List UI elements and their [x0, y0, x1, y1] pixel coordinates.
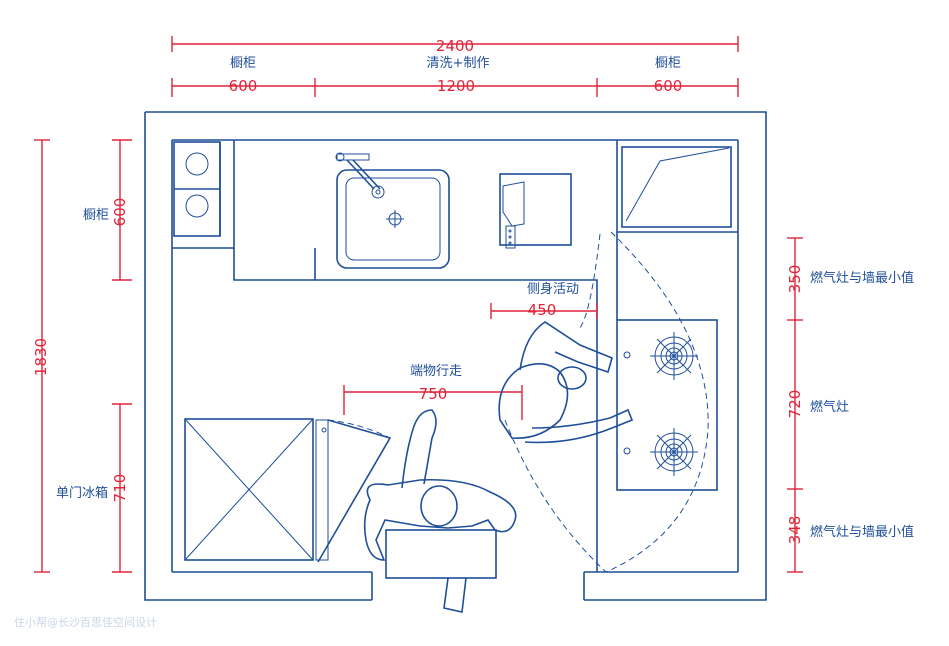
walls [144, 111, 767, 601]
activity-arc-lower [504, 419, 607, 573]
label-side-activity: 侧身活动 [527, 281, 579, 297]
walking-dimension [343, 385, 523, 420]
label-fridge: 单门冰箱 [56, 485, 108, 501]
cleaver-icon [502, 181, 525, 249]
dim-center-zone: 1200 [437, 77, 475, 95]
burner-icon [650, 332, 698, 380]
label-right-cabinet: 橱柜 [655, 56, 681, 71]
counter-outline [172, 140, 738, 572]
dim-clearance-top: 350 [786, 265, 804, 294]
activity-arc [605, 231, 709, 573]
faucet-icon [335, 152, 385, 199]
label-clearance-top: 燃气灶与墙最小值 [810, 270, 914, 286]
dim-total-depth: 1830 [32, 338, 50, 376]
cutting-board [499, 173, 572, 246]
dim-fridge: 710 [111, 474, 129, 503]
dim-side-activity: 450 [528, 301, 557, 319]
dim-upper-cabinet: 600 [111, 198, 129, 227]
watermark: 住小帮@长沙百思佳空间设计 [14, 615, 157, 629]
side-activity-dimension [490, 303, 598, 319]
dim-walking: 750 [419, 385, 448, 403]
dim-stove-length: 720 [786, 390, 804, 419]
burner-icon [650, 428, 698, 476]
walker-figure [363, 409, 517, 613]
activity-arc-inner [577, 233, 601, 331]
left-dimension-lines [34, 139, 132, 573]
label-center-zone: 清洗+制作 [427, 56, 490, 71]
label-walking: 端物行走 [410, 364, 462, 379]
dim-left-cabinet: 600 [229, 77, 258, 95]
cook-figure [498, 321, 634, 444]
label-side-cabinet: 橱柜 [83, 208, 109, 223]
dim-total-width: 2400 [436, 37, 474, 55]
right-dimension-lines [787, 237, 803, 573]
gas-stove [616, 319, 718, 491]
dim-clearance-bottom: 348 [786, 516, 804, 545]
label-stove: 燃气灶 [810, 399, 849, 415]
dim-right-cabinet: 600 [654, 77, 683, 95]
fridge [184, 418, 392, 563]
label-left-cabinet: 橱柜 [230, 56, 256, 71]
tray [621, 146, 732, 228]
corner-cabinet [173, 141, 221, 237]
top-dimension-lines [171, 36, 739, 97]
sink [336, 169, 450, 269]
label-clearance-bottom: 燃气灶与墙最小值 [810, 524, 914, 540]
